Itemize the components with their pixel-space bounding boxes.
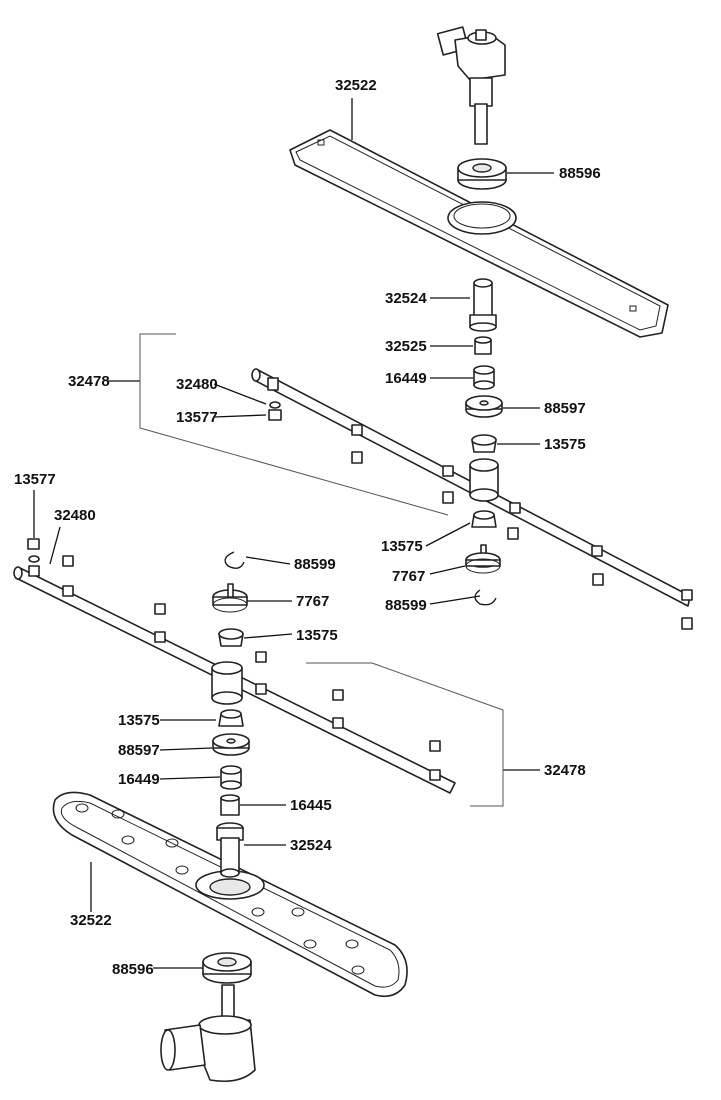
upper-clip [474, 589, 497, 606]
lower-gear [212, 733, 250, 756]
lower-spray-arm [52, 791, 408, 998]
label-lower-washer-top: 13575 [296, 627, 338, 644]
lower-tube [216, 822, 244, 878]
label-upper-nozzle-bottom: 13577 [176, 409, 218, 426]
upper-manifold-fitting [436, 26, 506, 145]
label-upper-nozzle-top: 32480 [176, 376, 218, 393]
upper-washer-top [471, 434, 497, 453]
lower-bushing [220, 765, 242, 790]
upper-gear [465, 395, 503, 418]
label-upper-tube: 32524 [385, 290, 427, 307]
upper-washer-bottom [471, 510, 497, 528]
upper-spray-bar [251, 368, 693, 607]
upper-bushing [473, 365, 495, 390]
upper-nozzles [268, 401, 693, 630]
label-upper-gear: 88597 [544, 400, 586, 417]
label-upper-washer-bottom: 13575 [381, 538, 423, 555]
label-upper-spray-bar: 32478 [68, 373, 110, 390]
lower-clip [224, 551, 245, 569]
brackets [139, 333, 504, 807]
label-lower-nozzle-13577: 13577 [14, 471, 56, 488]
label-lower-spray-bar: 32478 [544, 762, 586, 779]
lower-sleeve [220, 794, 240, 816]
label-lower-nozzle-32480: 32480 [54, 507, 96, 524]
label-upper-clip: 88599 [385, 597, 427, 614]
label-upper-gear-bottom: 7767 [392, 568, 425, 585]
lower-gear-top [212, 583, 248, 613]
label-lower-gear: 88597 [118, 742, 160, 759]
lower-washer-top [218, 628, 244, 647]
label-upper-sleeve: 32525 [385, 338, 427, 355]
label-upper-bushing: 16449 [385, 370, 427, 387]
upper-sleeve [474, 336, 492, 355]
part-labels: 32522 88596 32524 32525 16449 88597 1357… [14, 77, 601, 978]
upper-bearing [457, 158, 507, 190]
label-lower-sleeve: 16445 [290, 797, 332, 814]
leader-lines [33, 98, 554, 969]
upper-gear-bottom [465, 544, 501, 574]
label-upper-washer-top: 13575 [544, 436, 586, 453]
label-lower-clip: 88599 [294, 556, 336, 573]
lower-nozzles [27, 538, 441, 752]
label-lower-bearing: 88596 [112, 961, 154, 978]
label-upper-bearing: 88596 [559, 165, 601, 182]
label-lower-tube: 32524 [290, 837, 332, 854]
upper-tube [469, 278, 497, 332]
label-lower-bushing: 16449 [118, 771, 160, 788]
lower-bearing [202, 952, 252, 984]
upper-spray-arm [289, 129, 669, 338]
label-upper-arm: 32522 [335, 77, 377, 94]
lower-spray-bar [13, 565, 456, 794]
lower-manifold-fitting [160, 984, 256, 1083]
label-lower-washer-bottom: 13575 [118, 712, 160, 729]
label-lower-gear-top: 7767 [296, 593, 329, 610]
label-lower-arm: 32522 [70, 912, 112, 929]
lower-washer-bottom [218, 709, 244, 727]
